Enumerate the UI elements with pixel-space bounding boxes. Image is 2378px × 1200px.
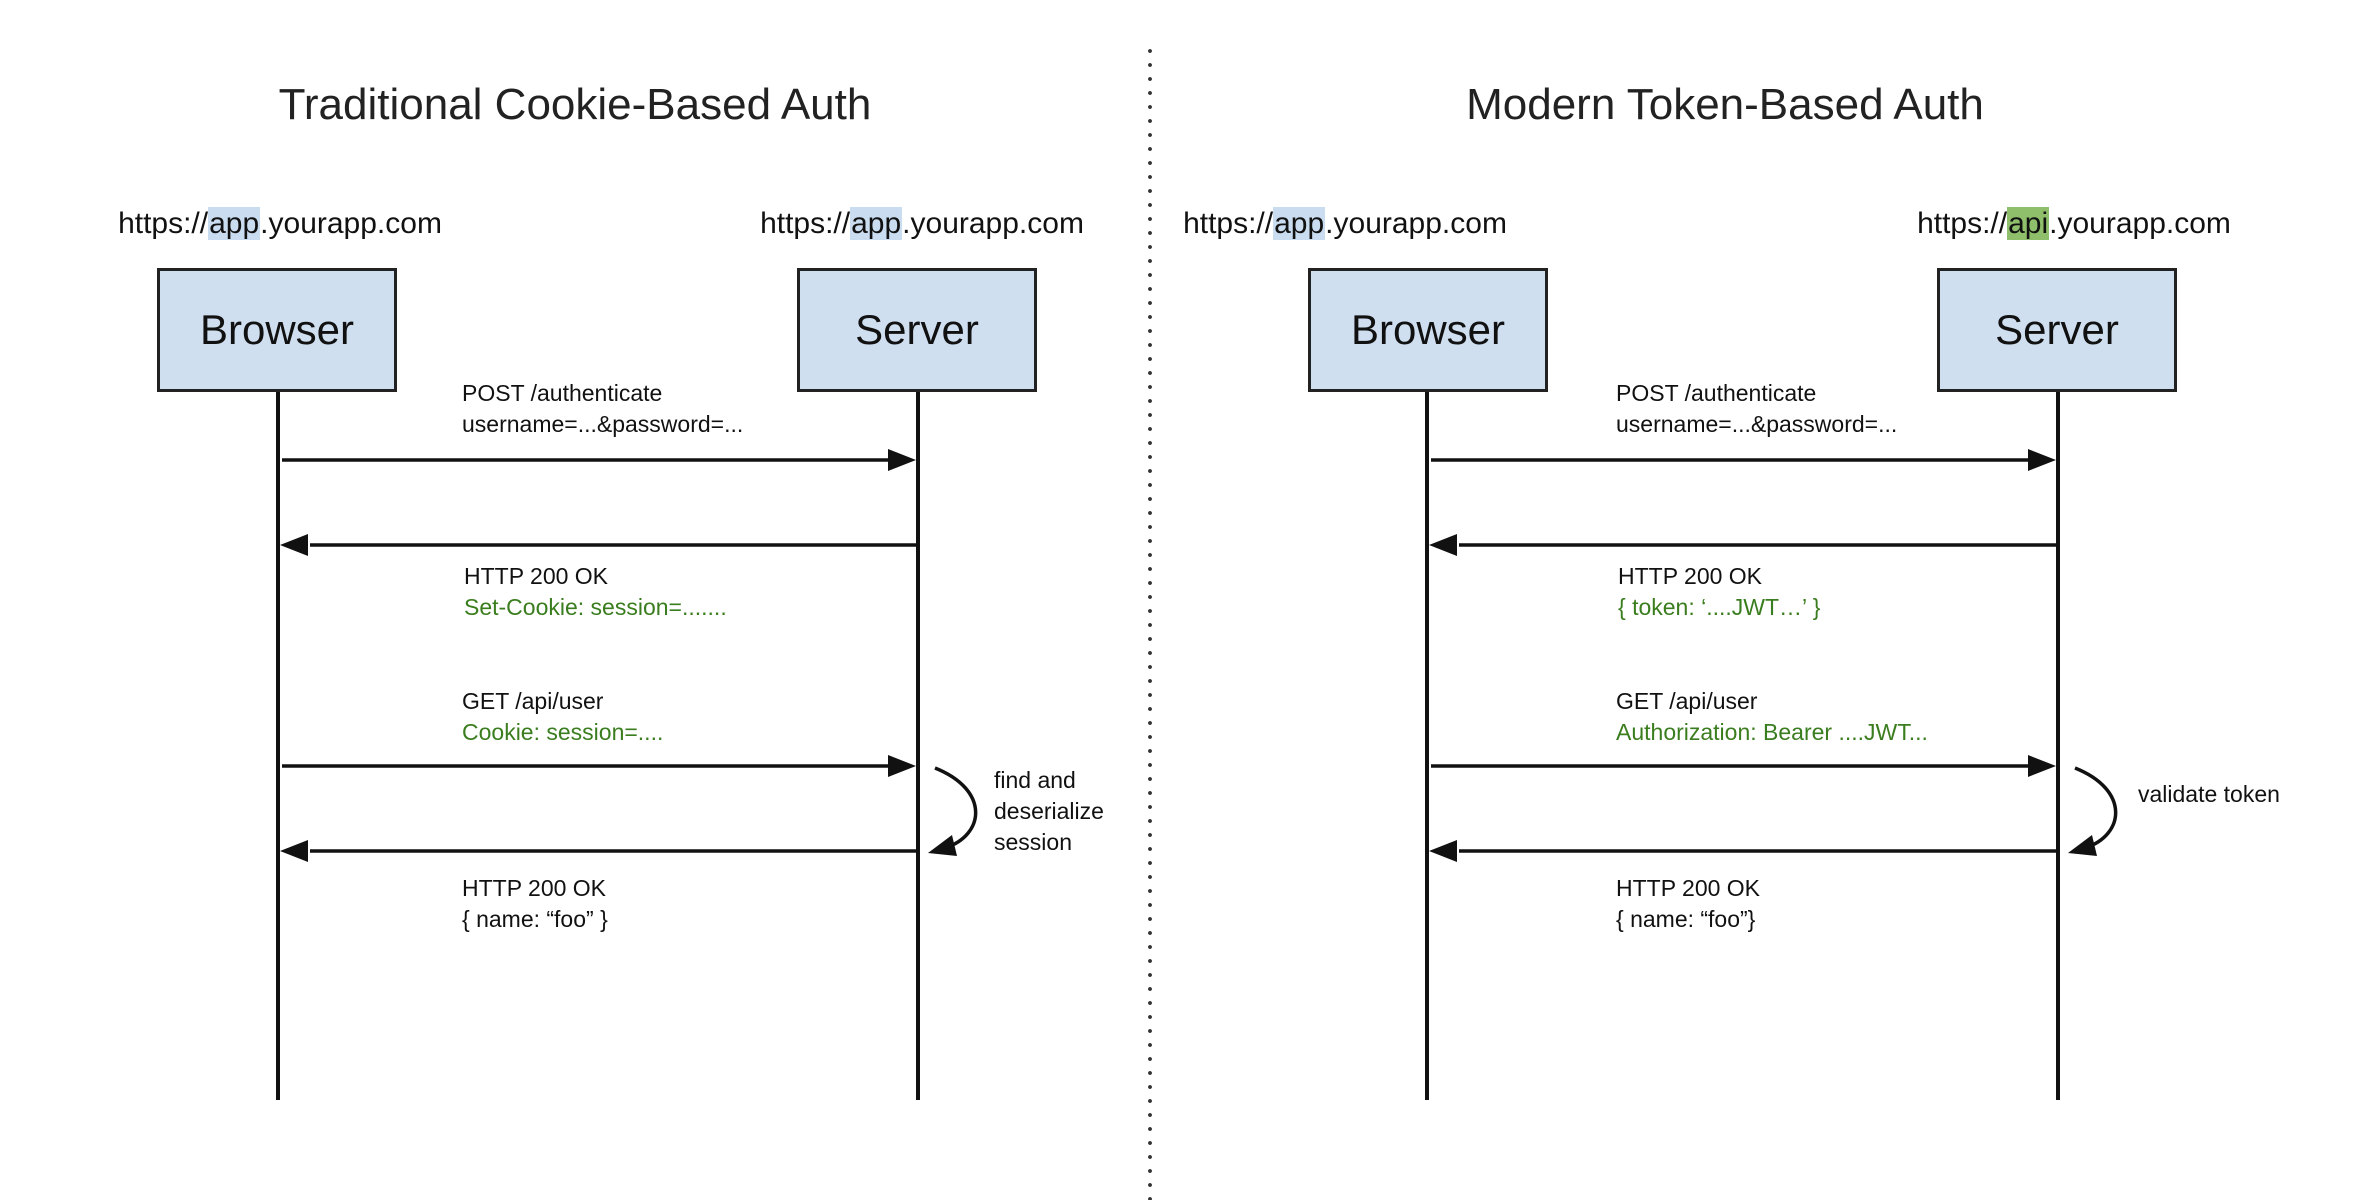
msg-post-authenticate: POST /authenticate username=...&password… — [1616, 378, 1897, 440]
panel-title: Traditional Cookie-Based Auth — [278, 80, 872, 129]
browser-box: Browser — [157, 268, 397, 392]
url-subdomain-highlight: app — [1273, 207, 1326, 240]
msg-get-api-user: GET /api/user Cookie: session=.... — [462, 686, 663, 748]
arrow-request-auth — [282, 449, 916, 471]
note-line: validate token — [2138, 781, 2280, 807]
arrow-response-user — [280, 840, 916, 862]
message-arrows — [280, 449, 978, 862]
note-validate-token: validate token — [2138, 779, 2280, 810]
server-lifeline — [916, 392, 920, 1100]
cookie-auth-panel: Traditional Cookie-Based Auth https://ap… — [0, 0, 1150, 1200]
msg-line: GET /api/user — [1616, 688, 1758, 714]
server-lifeline — [2056, 392, 2060, 1100]
arrow-request-user — [282, 755, 916, 777]
url-suffix: .yourapp.com — [2049, 207, 2231, 240]
self-loop-arrow — [928, 766, 978, 856]
arrow-request-user — [1431, 755, 2056, 777]
arrow-request-auth — [1431, 449, 2056, 471]
msg-http-200-token: HTTP 200 OK { token: ‘....JWT…’ } — [1618, 561, 1820, 623]
url-prefix: https:// — [118, 207, 209, 240]
msg-line: HTTP 200 OK — [464, 563, 609, 589]
msg-line: username=...&password=... — [1616, 411, 1898, 437]
url-subdomain-highlight: app — [850, 207, 903, 240]
server-box: Server — [1937, 268, 2177, 392]
browser-url: https://app.yourapp.com — [70, 207, 490, 241]
note-line: session — [994, 829, 1072, 855]
msg-line: HTTP 200 OK — [1618, 563, 1763, 589]
browser-url: https://app.yourapp.com — [1135, 207, 1555, 241]
url-subdomain-highlight: api — [2007, 207, 2050, 240]
arrow-response-cookie — [280, 534, 916, 556]
msg-line-green: Set-Cookie: session=....... — [464, 594, 727, 620]
msg-line: POST /authenticate — [1616, 380, 1817, 406]
msg-http-200-user: HTTP 200 OK { name: “foo”} — [1616, 873, 1760, 935]
msg-line-green: Cookie: session=.... — [462, 719, 664, 745]
browser-lifeline — [1425, 392, 1429, 1100]
server-box: Server — [797, 268, 1037, 392]
token-auth-panel: Modern Token-Based Auth https://app.your… — [1150, 0, 2300, 1200]
url-prefix: https:// — [1917, 207, 2008, 240]
msg-http-200-user: HTTP 200 OK { name: “foo” } — [462, 873, 608, 935]
url-prefix: https:// — [760, 207, 851, 240]
msg-line-green: Authorization: Bearer ....JWT... — [1616, 719, 1928, 745]
server-url: https://api.yourapp.com — [1864, 207, 2284, 241]
msg-line: { name: “foo” } — [462, 906, 608, 932]
dotted-divider — [1148, 44, 1152, 1200]
note-find-deserialize: find and deserialize session — [994, 765, 1104, 858]
url-prefix: https:// — [1183, 207, 1274, 240]
msg-line: POST /authenticate — [462, 380, 663, 406]
note-line: deserialize — [994, 798, 1104, 824]
server-url: https://app.yourapp.com — [712, 207, 1132, 241]
msg-get-api-user: GET /api/user Authorization: Bearer ....… — [1616, 686, 1928, 748]
message-arrows — [1429, 449, 2118, 862]
msg-line: HTTP 200 OK — [462, 875, 607, 901]
msg-http-200-set-cookie: HTTP 200 OK Set-Cookie: session=....... — [464, 561, 727, 623]
msg-line-green: { token: ‘....JWT…’ } — [1618, 594, 1821, 620]
msg-line: username=...&password=... — [462, 411, 744, 437]
browser-lifeline — [276, 392, 280, 1100]
url-subdomain-highlight: app — [208, 207, 261, 240]
note-line: find and — [994, 767, 1076, 793]
browser-box: Browser — [1308, 268, 1548, 392]
arrow-response-user — [1429, 840, 2056, 862]
msg-line: GET /api/user — [462, 688, 604, 714]
msg-line: HTTP 200 OK — [1616, 875, 1761, 901]
msg-line: { name: “foo”} — [1616, 906, 1756, 932]
url-suffix: .yourapp.com — [1325, 207, 1507, 240]
msg-post-authenticate: POST /authenticate username=...&password… — [462, 378, 743, 440]
url-suffix: .yourapp.com — [902, 207, 1084, 240]
panel-title: Modern Token-Based Auth — [1466, 80, 1984, 129]
self-loop-arrow — [2068, 766, 2118, 856]
url-suffix: .yourapp.com — [260, 207, 442, 240]
arrow-response-token — [1429, 534, 2056, 556]
